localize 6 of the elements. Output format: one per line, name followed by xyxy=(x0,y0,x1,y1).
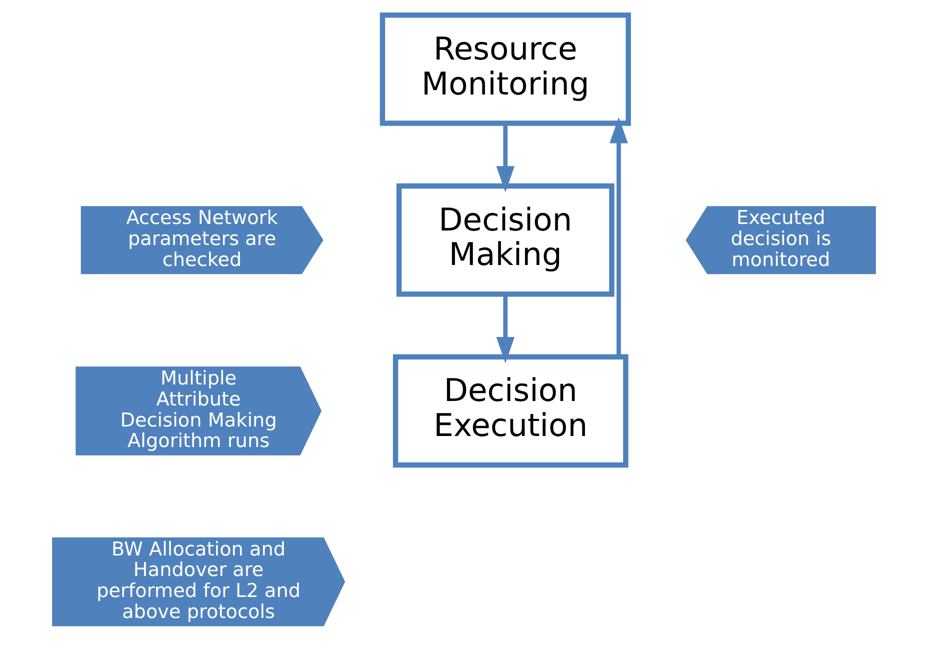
node-box: Decision Execution xyxy=(392,354,628,468)
arrow xyxy=(496,294,515,364)
node-box: Resource Monitoring xyxy=(380,12,631,126)
arrow xyxy=(496,123,515,192)
node-box: Decision Making xyxy=(396,183,614,297)
arrow xyxy=(610,117,628,357)
